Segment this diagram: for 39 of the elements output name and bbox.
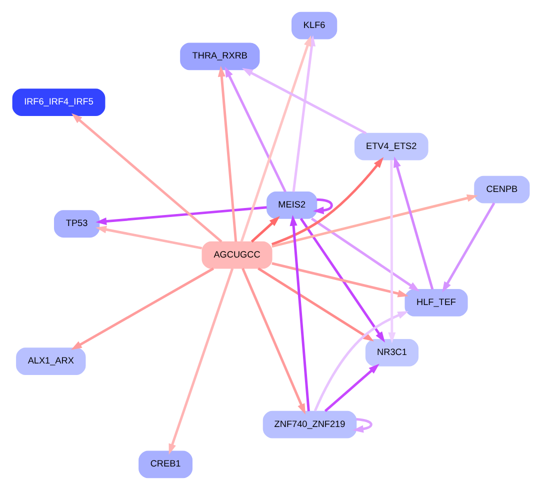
arrow	[95, 225, 202, 249]
node-box: KLF6	[291, 11, 337, 39]
arrow	[292, 34, 316, 192]
arrow	[310, 217, 420, 291]
arrow	[299, 217, 384, 342]
arrow	[271, 262, 408, 297]
arrow	[271, 194, 478, 248]
arrow	[217, 65, 237, 242]
node-box: ETV4_ETS2	[354, 132, 428, 160]
arrow	[71, 112, 222, 242]
arrow	[95, 206, 266, 225]
arrow	[313, 310, 408, 411]
node-box: CREB1	[138, 450, 192, 478]
node-box: ALX1_ARX	[16, 347, 86, 375]
arrow	[352, 417, 372, 432]
arrow	[241, 267, 305, 414]
arrow	[240, 34, 311, 242]
node-box: CENPB	[474, 175, 530, 203]
arrow	[388, 160, 396, 343]
node-box: MEIS2	[266, 191, 317, 218]
arrow	[168, 268, 234, 454]
node-box: THRA_RXRB	[180, 42, 260, 70]
arrow	[270, 156, 384, 245]
arrow	[289, 214, 310, 411]
arrow	[250, 216, 280, 242]
arrow	[393, 156, 434, 290]
arrow	[224, 66, 286, 192]
node-box: ZNF740_ZNF219	[262, 410, 356, 438]
arrow	[257, 266, 374, 341]
arrow	[324, 363, 379, 412]
node-box: TP53	[54, 210, 100, 238]
arrow	[70, 266, 214, 350]
node-box: AGCUGCC	[201, 240, 272, 268]
node-box: IRF6_IRF4_IRF5	[12, 88, 105, 116]
arrow	[442, 202, 495, 292]
node-box: NR3C1	[364, 338, 418, 366]
arrow	[312, 198, 332, 214]
arrow	[241, 68, 366, 134]
node-box: HLF_TEF	[404, 288, 468, 316]
